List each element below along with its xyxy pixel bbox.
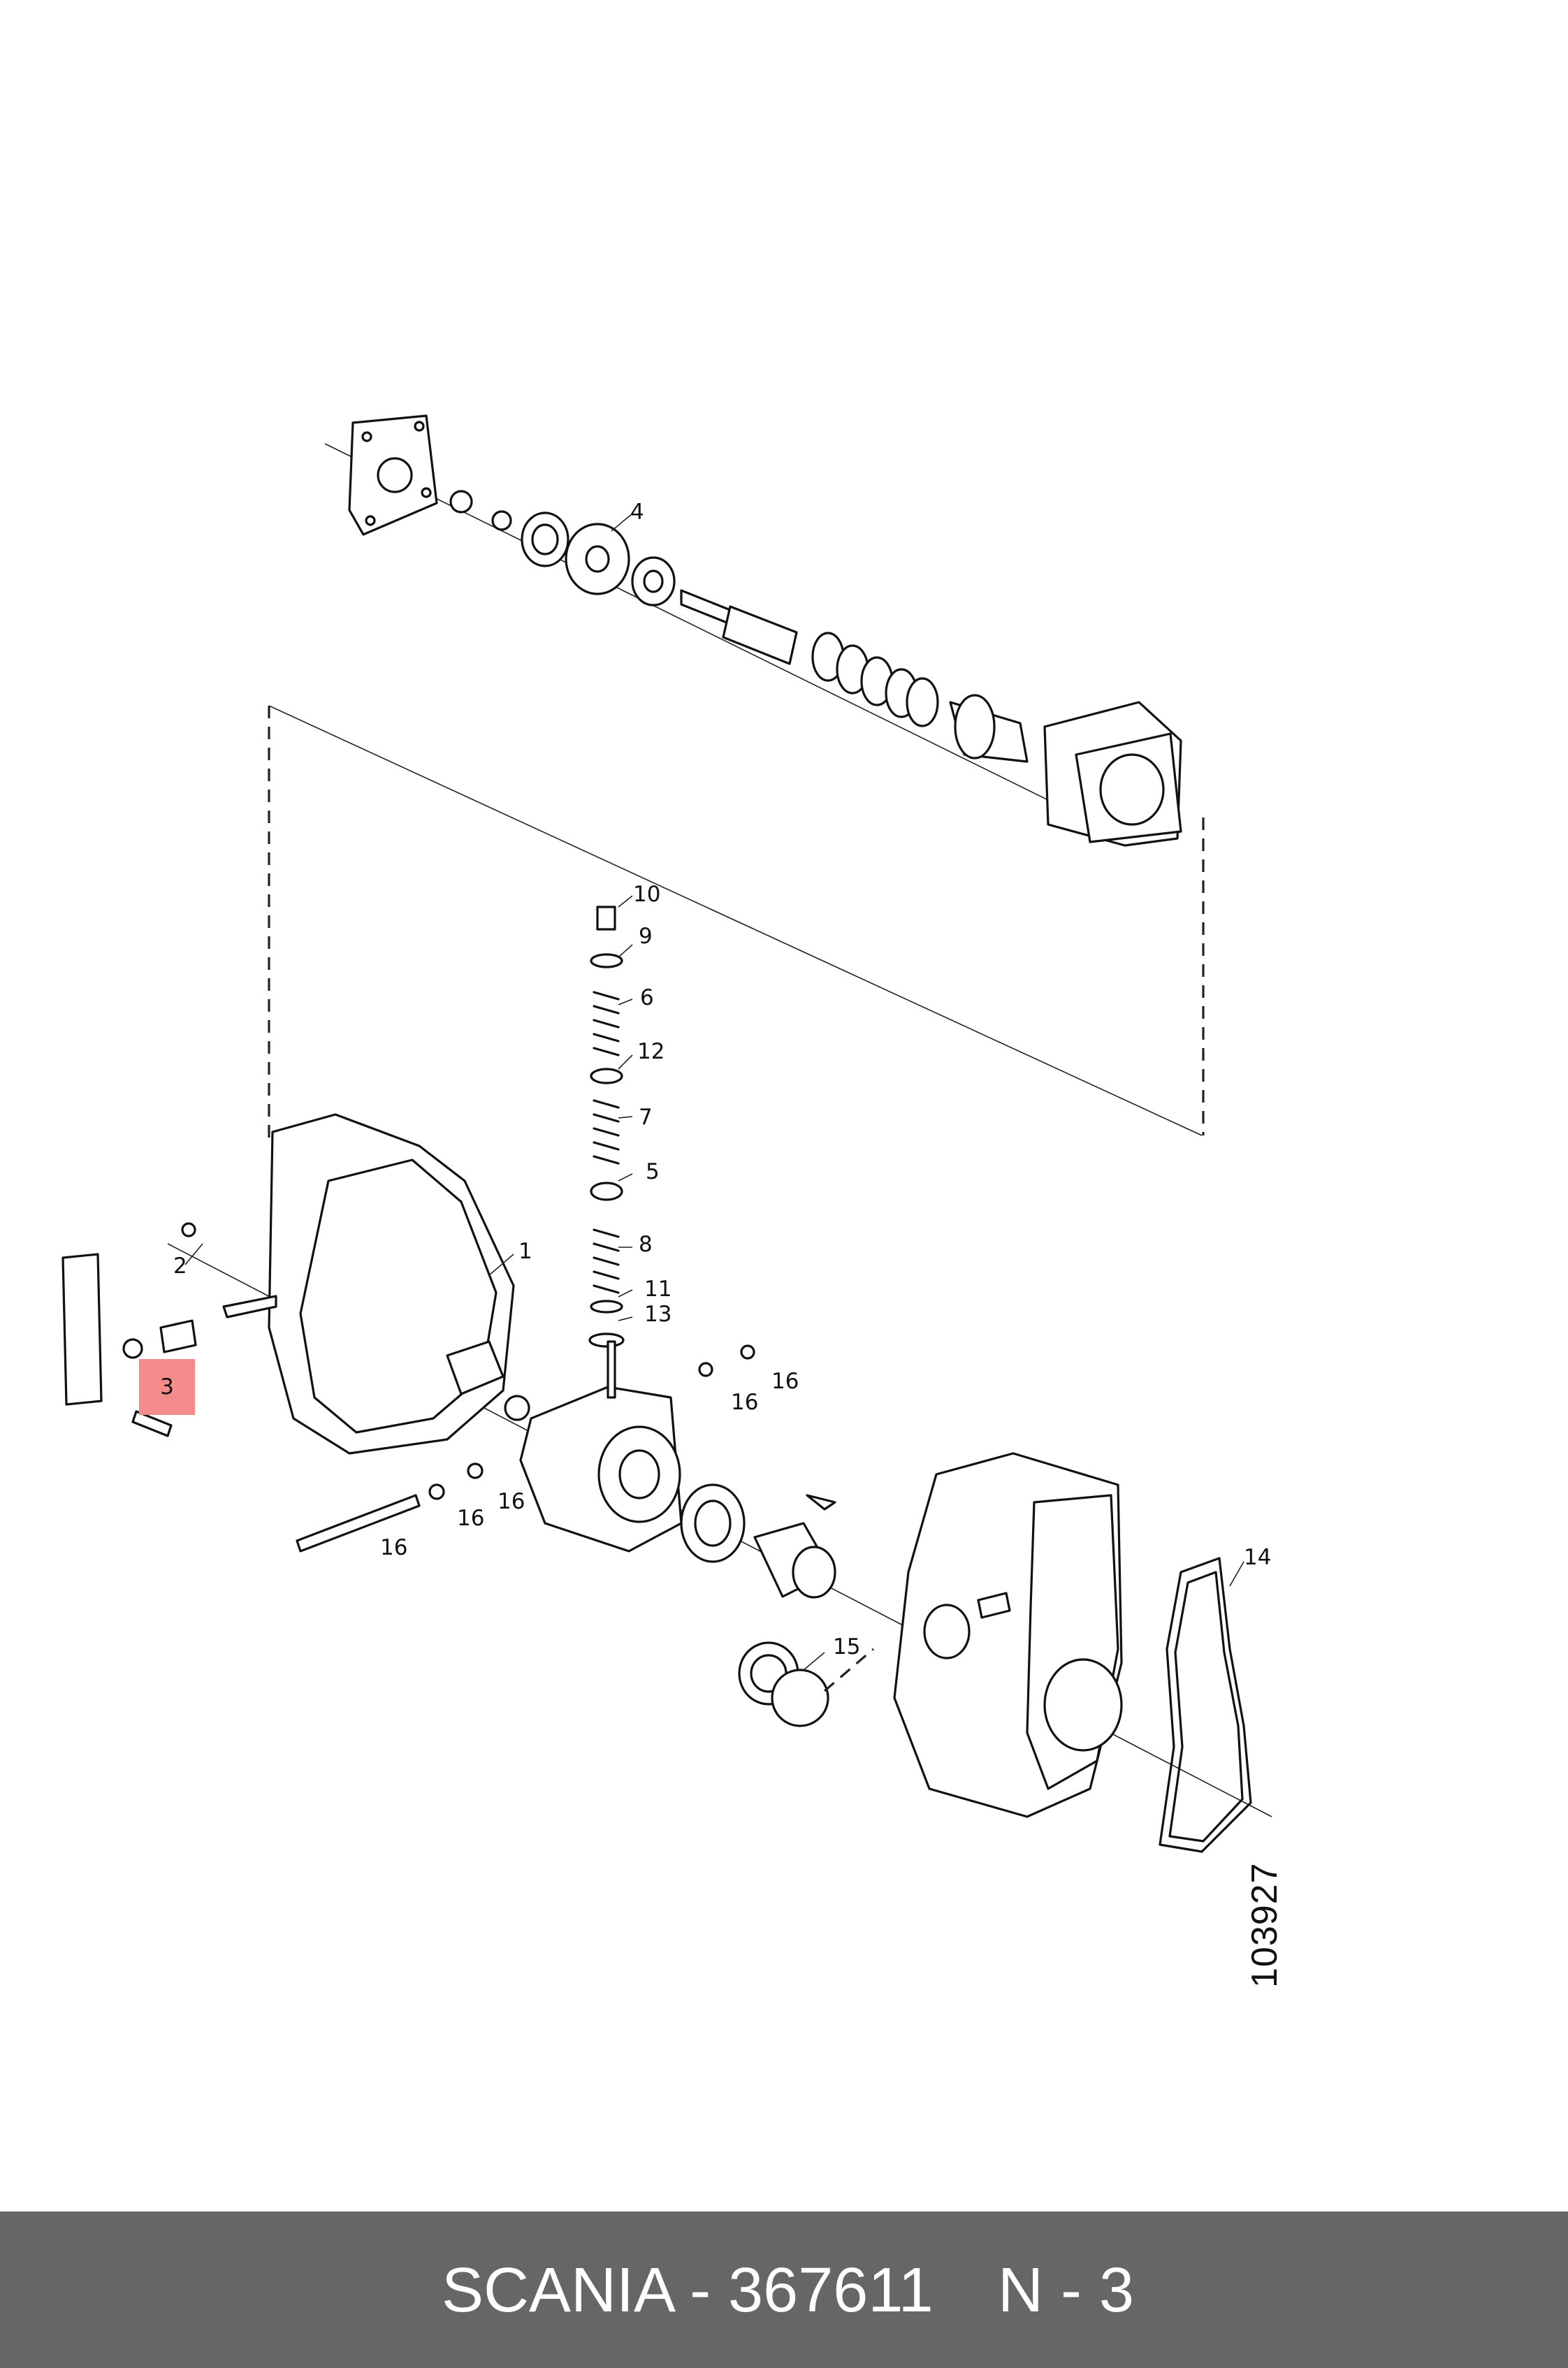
- footer-quantity: N - 3: [998, 2256, 1135, 2325]
- vertical-stack: [588, 906, 625, 1348]
- left-housing: [268, 1113, 515, 1455]
- top-right-flange: [1043, 701, 1182, 847]
- callout-7: 7: [639, 1105, 653, 1130]
- callout-13: 13: [644, 1302, 672, 1327]
- top-left-flange: [348, 414, 438, 536]
- callout-16-e: 16: [380, 1535, 408, 1560]
- callout-11: 11: [644, 1277, 672, 1302]
- callout-6: 6: [640, 985, 654, 1010]
- exploded-parts-diagram: [61, 414, 1272, 1853]
- callout-9: 9: [639, 924, 653, 949]
- callout-5: 5: [646, 1159, 660, 1184]
- callout-8: 8: [639, 1232, 653, 1257]
- footer-brand-part-number: SCANIA - 367611: [442, 2256, 934, 2325]
- callout-16-a: 16: [771, 1369, 799, 1394]
- top-spring: [811, 632, 939, 727]
- callout-12: 12: [637, 1039, 665, 1064]
- right-housing: [893, 1452, 1123, 1818]
- center-fork: [519, 1340, 683, 1553]
- document-number: 103927: [1244, 1862, 1285, 1988]
- highlighted-callout-label: 3: [160, 1374, 174, 1400]
- callout-15: 15: [833, 1634, 861, 1659]
- callout-16-d: 16: [457, 1506, 485, 1531]
- callout-16-c: 16: [498, 1489, 525, 1514]
- callout-4: 4: [630, 500, 644, 525]
- callout-1: 1: [518, 1239, 532, 1264]
- callout-14: 14: [1244, 1545, 1272, 1570]
- callout-16-b: 16: [731, 1390, 759, 1415]
- highlighted-callout: 3: [139, 1359, 195, 1415]
- callout-2: 2: [173, 1254, 187, 1279]
- callout-10: 10: [633, 882, 661, 907]
- footer-bar: SCANIA - 367611 N - 3: [0, 2211, 1568, 2368]
